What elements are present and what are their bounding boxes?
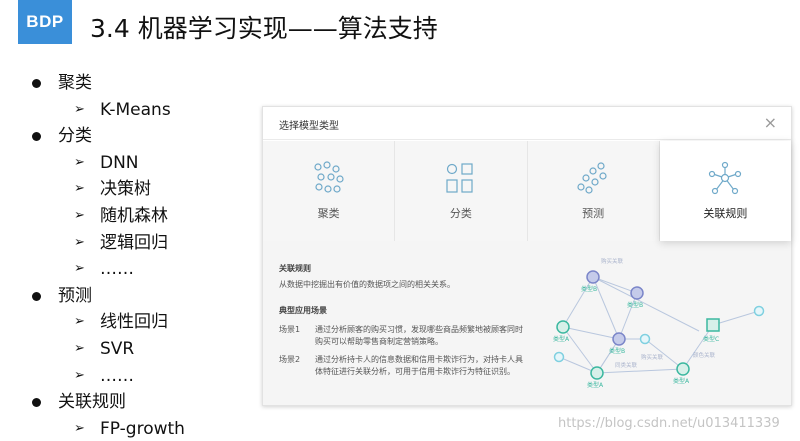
card-label: 关联规则	[703, 207, 748, 220]
arrow-bullet-icon: ➢	[74, 181, 85, 197]
watermark: https://blog.csdn.net/u013411339	[558, 416, 780, 431]
scenario-heading: 典型应用场景	[279, 306, 327, 315]
label-rel-buy: 购买关联	[641, 353, 664, 361]
label-type-b: 类型B	[581, 285, 597, 293]
close-icon[interactable]: ×	[763, 113, 777, 132]
outline-subitem: ➢ 逻辑回归	[30, 230, 260, 257]
outline-item: 预测	[30, 283, 260, 310]
dialog-title: 选择模型类型	[279, 121, 339, 132]
card-label: 聚类	[317, 207, 340, 220]
model-type-cards: 聚类 分类 预测	[263, 141, 791, 241]
scenario1-line2: 购买可以帮助零售商制定营销策略。	[315, 337, 443, 346]
outline-item: 关联规则	[30, 389, 260, 416]
label-rel-color: 颜色关联	[693, 351, 716, 359]
label-type-c: 类型C	[703, 335, 719, 343]
outline-text: ……	[100, 365, 134, 386]
card-cluster[interactable]: 聚类	[263, 141, 396, 241]
arrow-bullet-icon: ➢	[74, 101, 85, 117]
outline-text: DNN	[100, 152, 139, 173]
scenario2-line1: 通过分析持卡人的信息数据和信用卡欺诈行为，对持卡人具	[315, 355, 523, 364]
outline-subitem: ➢ 决策树	[30, 176, 260, 203]
outline-item: 分类	[30, 123, 260, 150]
card-label: 分类	[449, 207, 472, 220]
outline-text: 随机森林	[100, 205, 168, 226]
outline-text: SVR	[100, 338, 135, 359]
outline-text: 关联规则	[58, 392, 126, 413]
algorithm-outline: 聚类 ➢ K-Means 分类 ➢ DNN ➢ 决策树 ➢ 随机森林 ➢ 逻辑回归 ➢ …… 预测 ➢ 线性回归…	[30, 70, 260, 441]
arrow-bullet-icon: ➢	[74, 340, 85, 356]
arrow-bullet-icon: ➢	[74, 314, 85, 330]
arrow-bullet-icon: ➢	[74, 261, 85, 277]
outline-subitem: ➢ FP-growth	[30, 416, 260, 441]
label-rel-same: 同类关联	[615, 361, 638, 369]
slide-title: 3.4 机器学习实现——算法支持	[90, 14, 438, 43]
association-icon	[709, 161, 742, 195]
scenario1-line1: 通过分析顾客的购买习惯，发现哪些商品频繁地被顾客同时	[315, 325, 523, 334]
model-detail-panel: 关联规则 从数据中挖掘出有价值的数据项之间的相关关系。 典型应用场景 场景1 通…	[263, 241, 791, 405]
scenario1-text: 通过分析顾客的购买习惯，发现哪些商品频繁地被顾客同时 购买可以帮助零售商制定营销…	[315, 324, 545, 348]
arrow-bullet-icon: ➢	[74, 207, 85, 223]
label-type-a: 类型A	[673, 377, 690, 385]
detail-description: 从数据中挖掘出有价值的数据项之间的相关关系。	[279, 280, 455, 289]
model-type-dialog: 选择模型类型 × 聚类 分类	[262, 106, 792, 406]
arrow-bullet-icon: ➢	[74, 367, 85, 383]
outline-subitem: ➢ 随机森林	[30, 203, 260, 230]
scenario2-line2: 体特征进行关联分析，可用于信用卡欺诈行为特征识别。	[315, 367, 515, 376]
arrow-bullet-icon: ➢	[74, 154, 85, 170]
outline-text: 分类	[58, 126, 92, 147]
label-type-a: 类型A	[587, 381, 604, 389]
outline-text: 聚类	[58, 73, 92, 93]
scenario2-text: 通过分析持卡人的信息数据和信用卡欺诈行为，对持卡人具 体特征进行关联分析，可用于…	[315, 354, 545, 378]
outline-text: 决策树	[100, 179, 151, 200]
cluster-icon	[314, 161, 344, 193]
outline-text: FP-growth	[100, 418, 185, 439]
outline-subitem: ➢ 线性回归	[30, 309, 260, 336]
label-type-b: 类型B	[627, 301, 643, 309]
outline-subitem: ➢ SVR	[30, 336, 260, 363]
scenario2-label: 场景2	[279, 355, 301, 364]
predict-icon	[577, 162, 607, 194]
card-label: 预测	[582, 207, 605, 220]
outline-subitem: ➢ ……	[30, 363, 260, 390]
outline-text: 线性回归	[100, 312, 168, 333]
scenario1-label: 场景1	[279, 325, 301, 334]
label-type-b: 类型B	[609, 347, 625, 355]
outline-item: 聚类	[30, 70, 260, 97]
outline-text: ……	[100, 259, 134, 280]
arrow-bullet-icon: ➢	[74, 420, 85, 436]
bdp-logo: BDP	[18, 0, 72, 44]
outline-subitem: ➢ DNN	[30, 150, 260, 177]
association-network-diagram: 类型B 类型B 类型B 类型A 类型A 类型A 类型C 购买关联 同类关联 购买…	[553, 257, 765, 389]
arrow-bullet-icon: ➢	[74, 234, 85, 250]
outline-subitem: ➢ ……	[30, 256, 260, 283]
label-rel-buy: 购买关联	[601, 257, 624, 265]
card-classify[interactable]: 分类	[395, 141, 528, 241]
outline-subitem: ➢ K-Means	[30, 97, 260, 124]
outline-text: K-Means	[100, 99, 171, 120]
classify-icon	[446, 163, 473, 193]
dialog-header: 选择模型类型 ×	[263, 107, 791, 140]
detail-heading: 关联规则	[279, 264, 311, 273]
outline-text: 预测	[58, 285, 92, 306]
card-predict[interactable]: 预测	[528, 141, 660, 241]
outline-text: 逻辑回归	[100, 232, 168, 253]
label-type-a: 类型A	[553, 335, 570, 343]
card-association[interactable]: 关联规则	[659, 141, 791, 241]
